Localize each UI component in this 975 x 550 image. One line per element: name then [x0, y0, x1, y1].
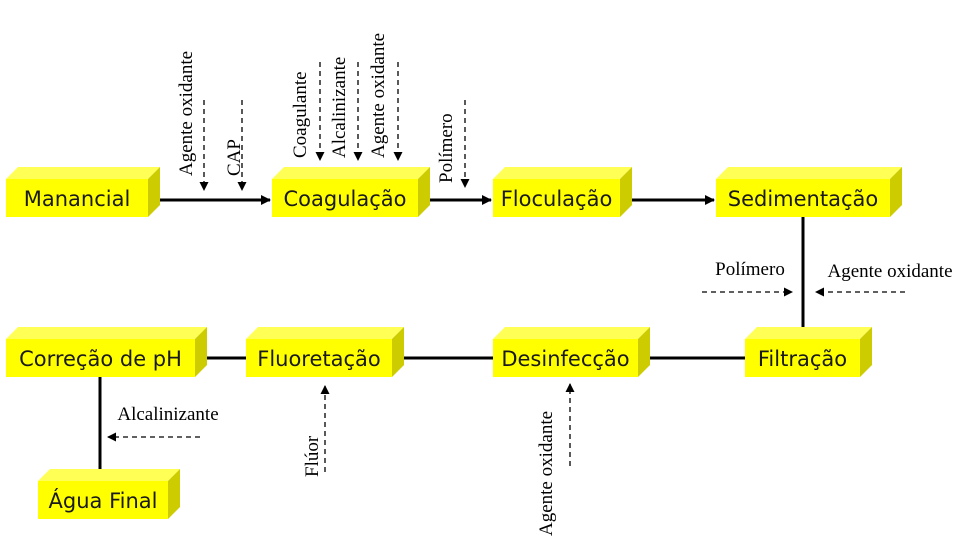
- box-front-face: [272, 179, 418, 217]
- stage-label: Sedimentação: [728, 187, 878, 211]
- box-side-face: [620, 167, 632, 217]
- box-front-face: [745, 339, 860, 377]
- box-side-face: [392, 327, 404, 377]
- box-top-face: [6, 167, 160, 179]
- box-top-face: [38, 469, 180, 481]
- stage-label: Fluoretação: [257, 347, 381, 371]
- stage-label: Correção de pH: [19, 347, 182, 371]
- input-label-pre-oxidante: Agente oxidante: [176, 51, 197, 176]
- box-side-face: [195, 327, 207, 377]
- stage-box-desinfeccao: Desinfecção: [493, 327, 650, 377]
- stage-box-coagulacao: Coagulação: [272, 167, 430, 217]
- stage-label: Manancial: [24, 187, 131, 211]
- box-front-face: [38, 481, 168, 519]
- box-top-face: [246, 327, 404, 339]
- input-label-oxidante-coag: Agente oxidante: [368, 33, 389, 158]
- box-front-face: [716, 179, 890, 217]
- box-top-face: [745, 327, 872, 339]
- box-top-face: [493, 327, 650, 339]
- box-top-face: [493, 167, 632, 179]
- box-top-face: [272, 167, 430, 179]
- stage-box-manancial: Manancial: [6, 167, 160, 217]
- input-label-polimero-filt: Polímero: [715, 259, 785, 280]
- box-top-face: [6, 327, 207, 339]
- stage-box-fluoretacao: Fluoretação: [246, 327, 404, 377]
- stage-label: Desinfecção: [501, 347, 629, 371]
- input-label-alcalinizante-final: Alcalinizante: [117, 404, 218, 425]
- input-label-fluor: Flúor: [302, 435, 323, 477]
- stage-box-sedimentacao: Sedimentação: [716, 167, 902, 217]
- input-label-polimero-floc: Polímero: [436, 113, 457, 183]
- box-front-face: [493, 179, 620, 217]
- box-front-face: [246, 339, 392, 377]
- stage-box-floculacao: Floculação: [493, 167, 632, 217]
- stage-box-filtracao: Filtração: [745, 327, 872, 377]
- box-front-face: [6, 339, 195, 377]
- input-label-coagulante: Coagulante: [290, 71, 311, 158]
- box-side-face: [148, 167, 160, 217]
- box-side-face: [638, 327, 650, 377]
- box-side-face: [860, 327, 872, 377]
- stage-label: Filtração: [758, 347, 847, 371]
- input-label-cap: CAP: [224, 139, 245, 176]
- stage-box-agua-final: Água Final: [38, 469, 180, 519]
- stage-label: Coagulação: [284, 187, 407, 211]
- box-side-face: [168, 469, 180, 519]
- stage-label: Floculação: [501, 187, 613, 211]
- box-side-face: [418, 167, 430, 217]
- input-label-oxidante-filt: Agente oxidante: [827, 261, 952, 282]
- box-front-face: [6, 179, 148, 217]
- stage-label: Água Final: [49, 488, 158, 513]
- input-label-alcalinizante-coag: Alcalinizante: [329, 57, 350, 158]
- input-label-oxidante-desinf: Agente oxidante: [536, 411, 557, 536]
- box-side-face: [890, 167, 902, 217]
- box-front-face: [493, 339, 638, 377]
- stage-box-correcao-ph: Correção de pH: [6, 327, 207, 377]
- box-top-face: [716, 167, 902, 179]
